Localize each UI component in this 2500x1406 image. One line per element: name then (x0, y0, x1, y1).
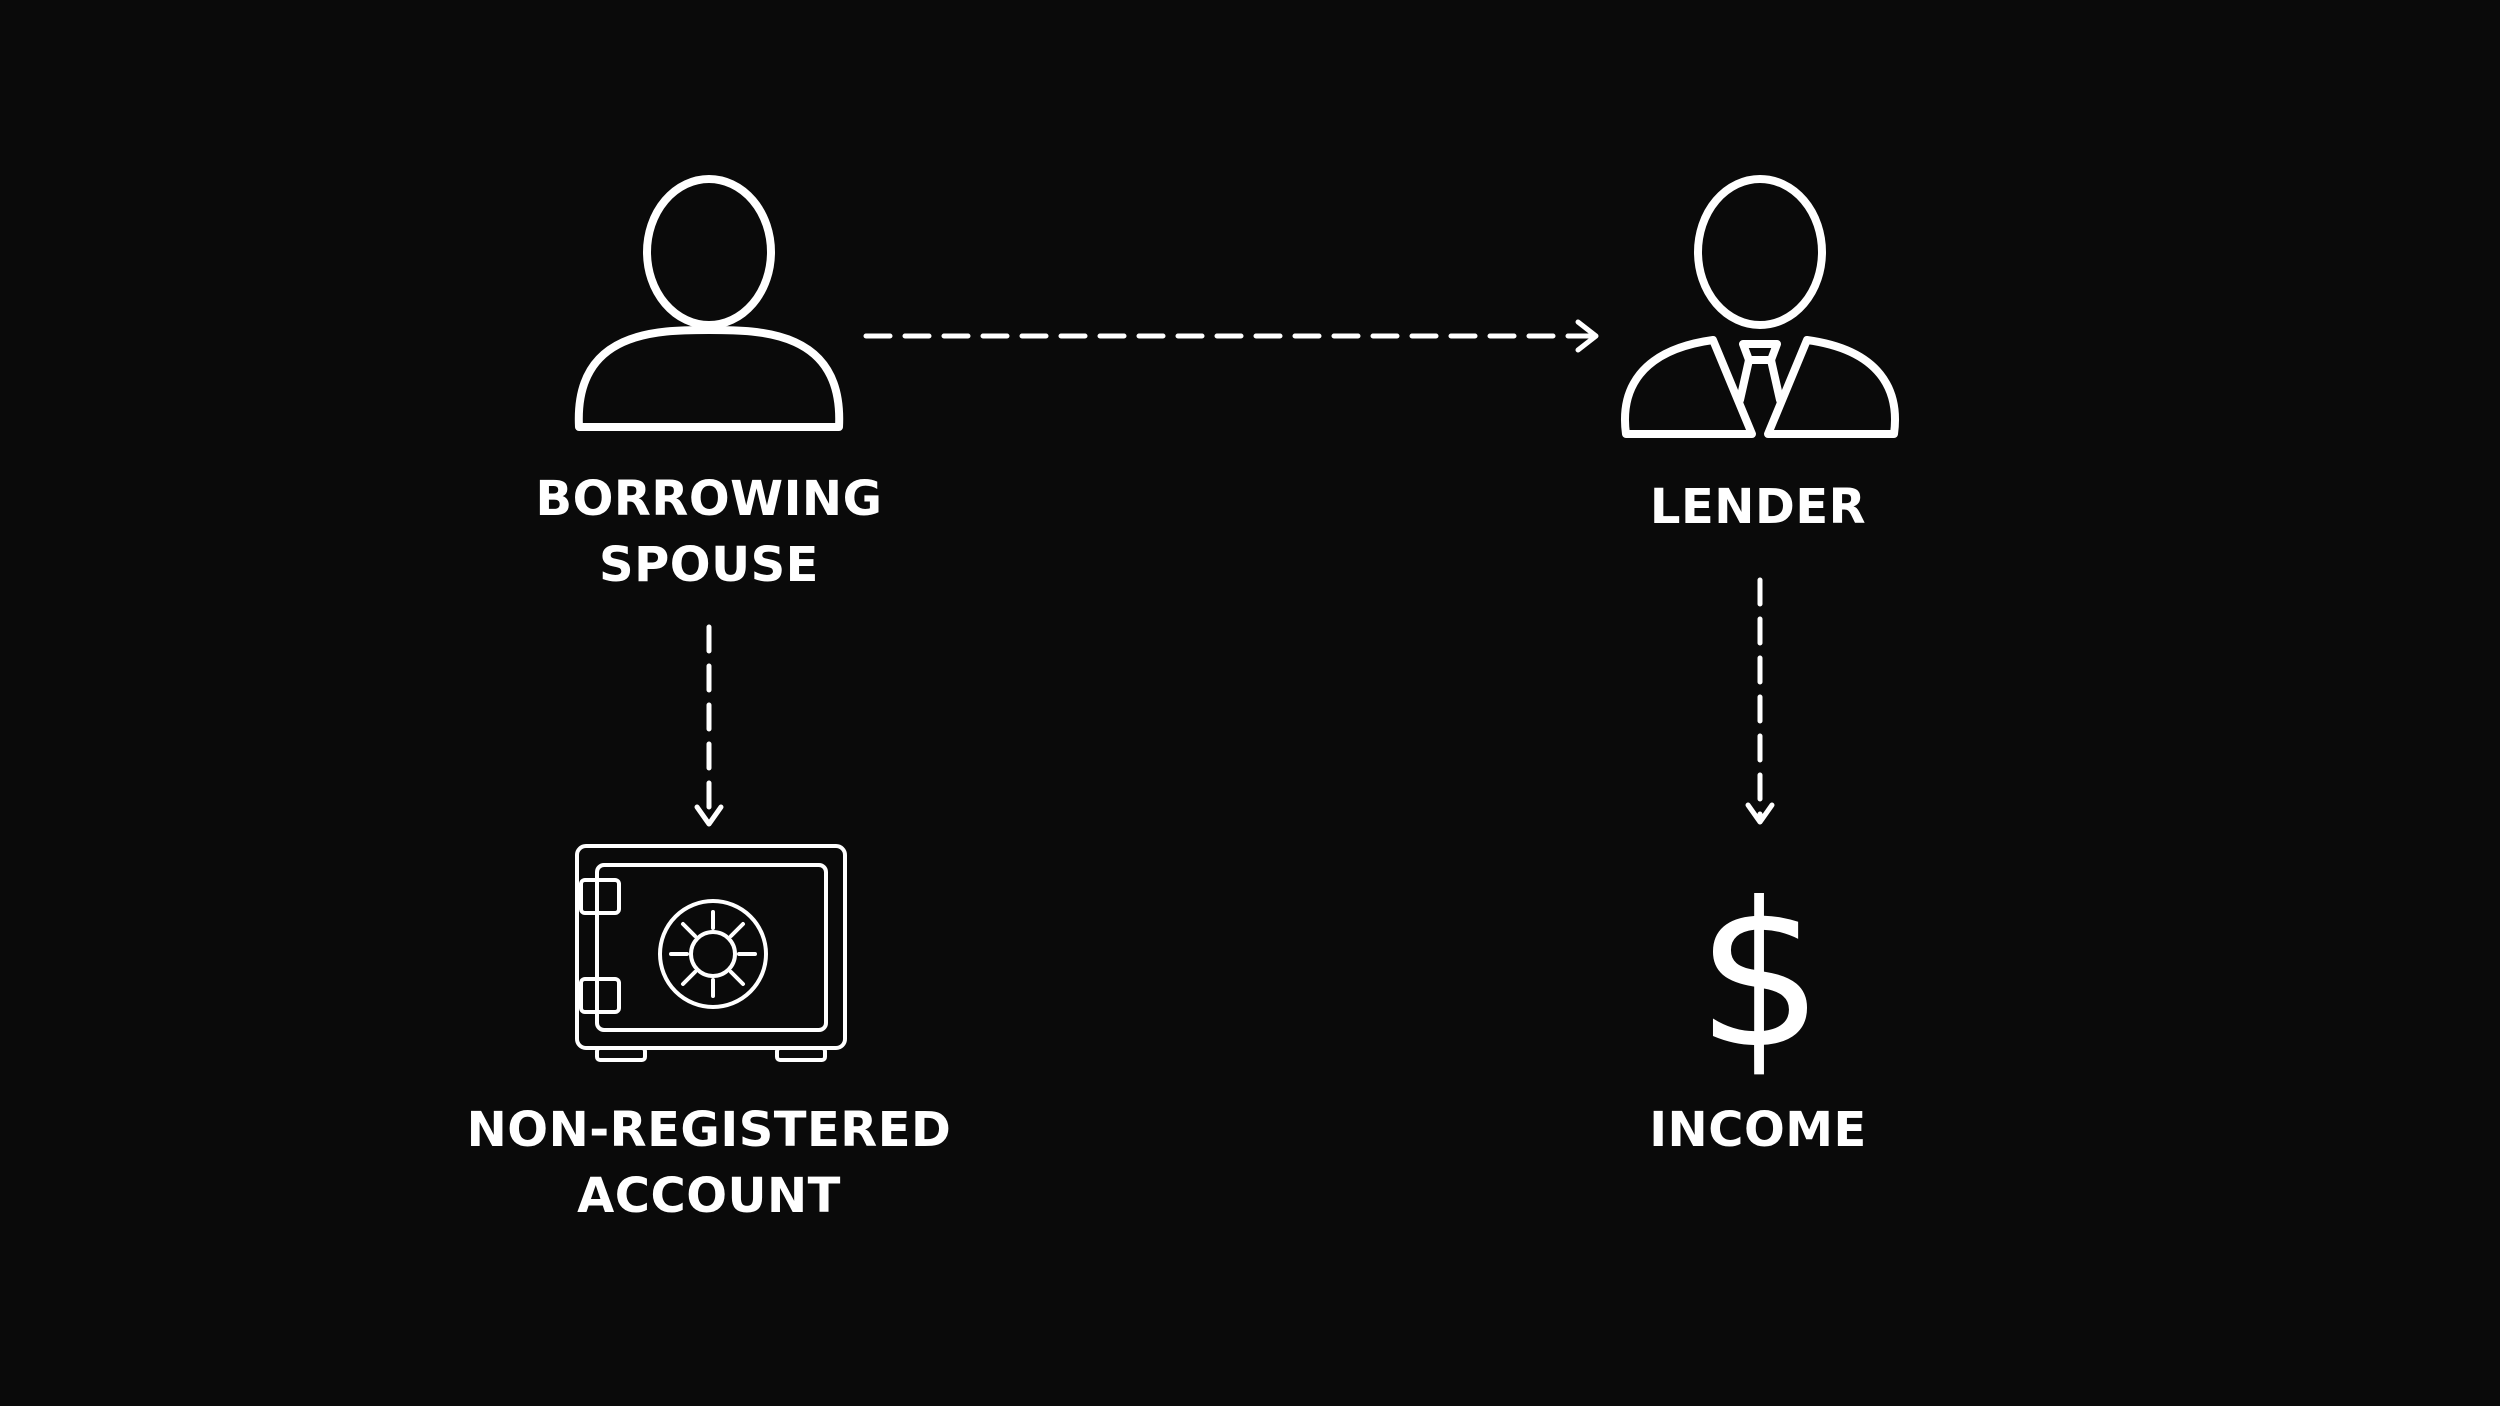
businessman-tie (1736, 356, 1784, 404)
borrowing-spouse-label-line-1: BORROWING (535, 471, 883, 527)
businessman-left-jacket (1621, 336, 1756, 438)
safe-foot-right (775, 1046, 827, 1062)
arrow-lender-to-income (1745, 577, 1775, 825)
arrow-borrower-to-account (694, 624, 724, 827)
safe-hinge-bottom (579, 977, 621, 1014)
arrow-borrower-to-lender (863, 319, 1599, 353)
arrow-borrower-to-account-head (694, 804, 724, 827)
person-icon (574, 175, 844, 431)
person-body (574, 326, 844, 431)
safe-door (595, 863, 828, 1032)
income-label-line-1: INCOME (1649, 1102, 1867, 1158)
safe-dial-inner (689, 930, 737, 978)
businessman-right-jacket (1764, 336, 1899, 438)
borrowing-spouse-label-line-2: SPOUSE (599, 537, 819, 593)
person-head (643, 175, 775, 329)
safe-outer-body (575, 844, 847, 1050)
businessman-icon (1621, 175, 1899, 438)
businessman-head (1694, 175, 1826, 329)
safe-foot-left (595, 1046, 647, 1062)
dollar-icon: $ (1696, 860, 1823, 1093)
safe-dial-ticks (669, 910, 757, 998)
account-label-line-2: ACCOUNT (577, 1168, 841, 1224)
lender-label: LENDER (1508, 474, 2008, 540)
income-label: INCOME (1508, 1097, 2008, 1163)
safe-dial-outer (658, 899, 768, 1009)
account-label-line-1: NON-REGISTERED (466, 1102, 952, 1158)
safe-hinge-top (579, 878, 621, 915)
borrowing-spouse-label: BORROWING SPOUSE (459, 466, 959, 598)
lender-label-line-1: LENDER (1649, 479, 1867, 535)
arrow-lender-to-income-head (1745, 802, 1775, 825)
safe-icon (575, 844, 847, 1062)
arrow-borrower-to-lender-head (1575, 319, 1599, 353)
non-registered-account-label: NON-REGISTERED ACCOUNT (409, 1097, 1009, 1229)
